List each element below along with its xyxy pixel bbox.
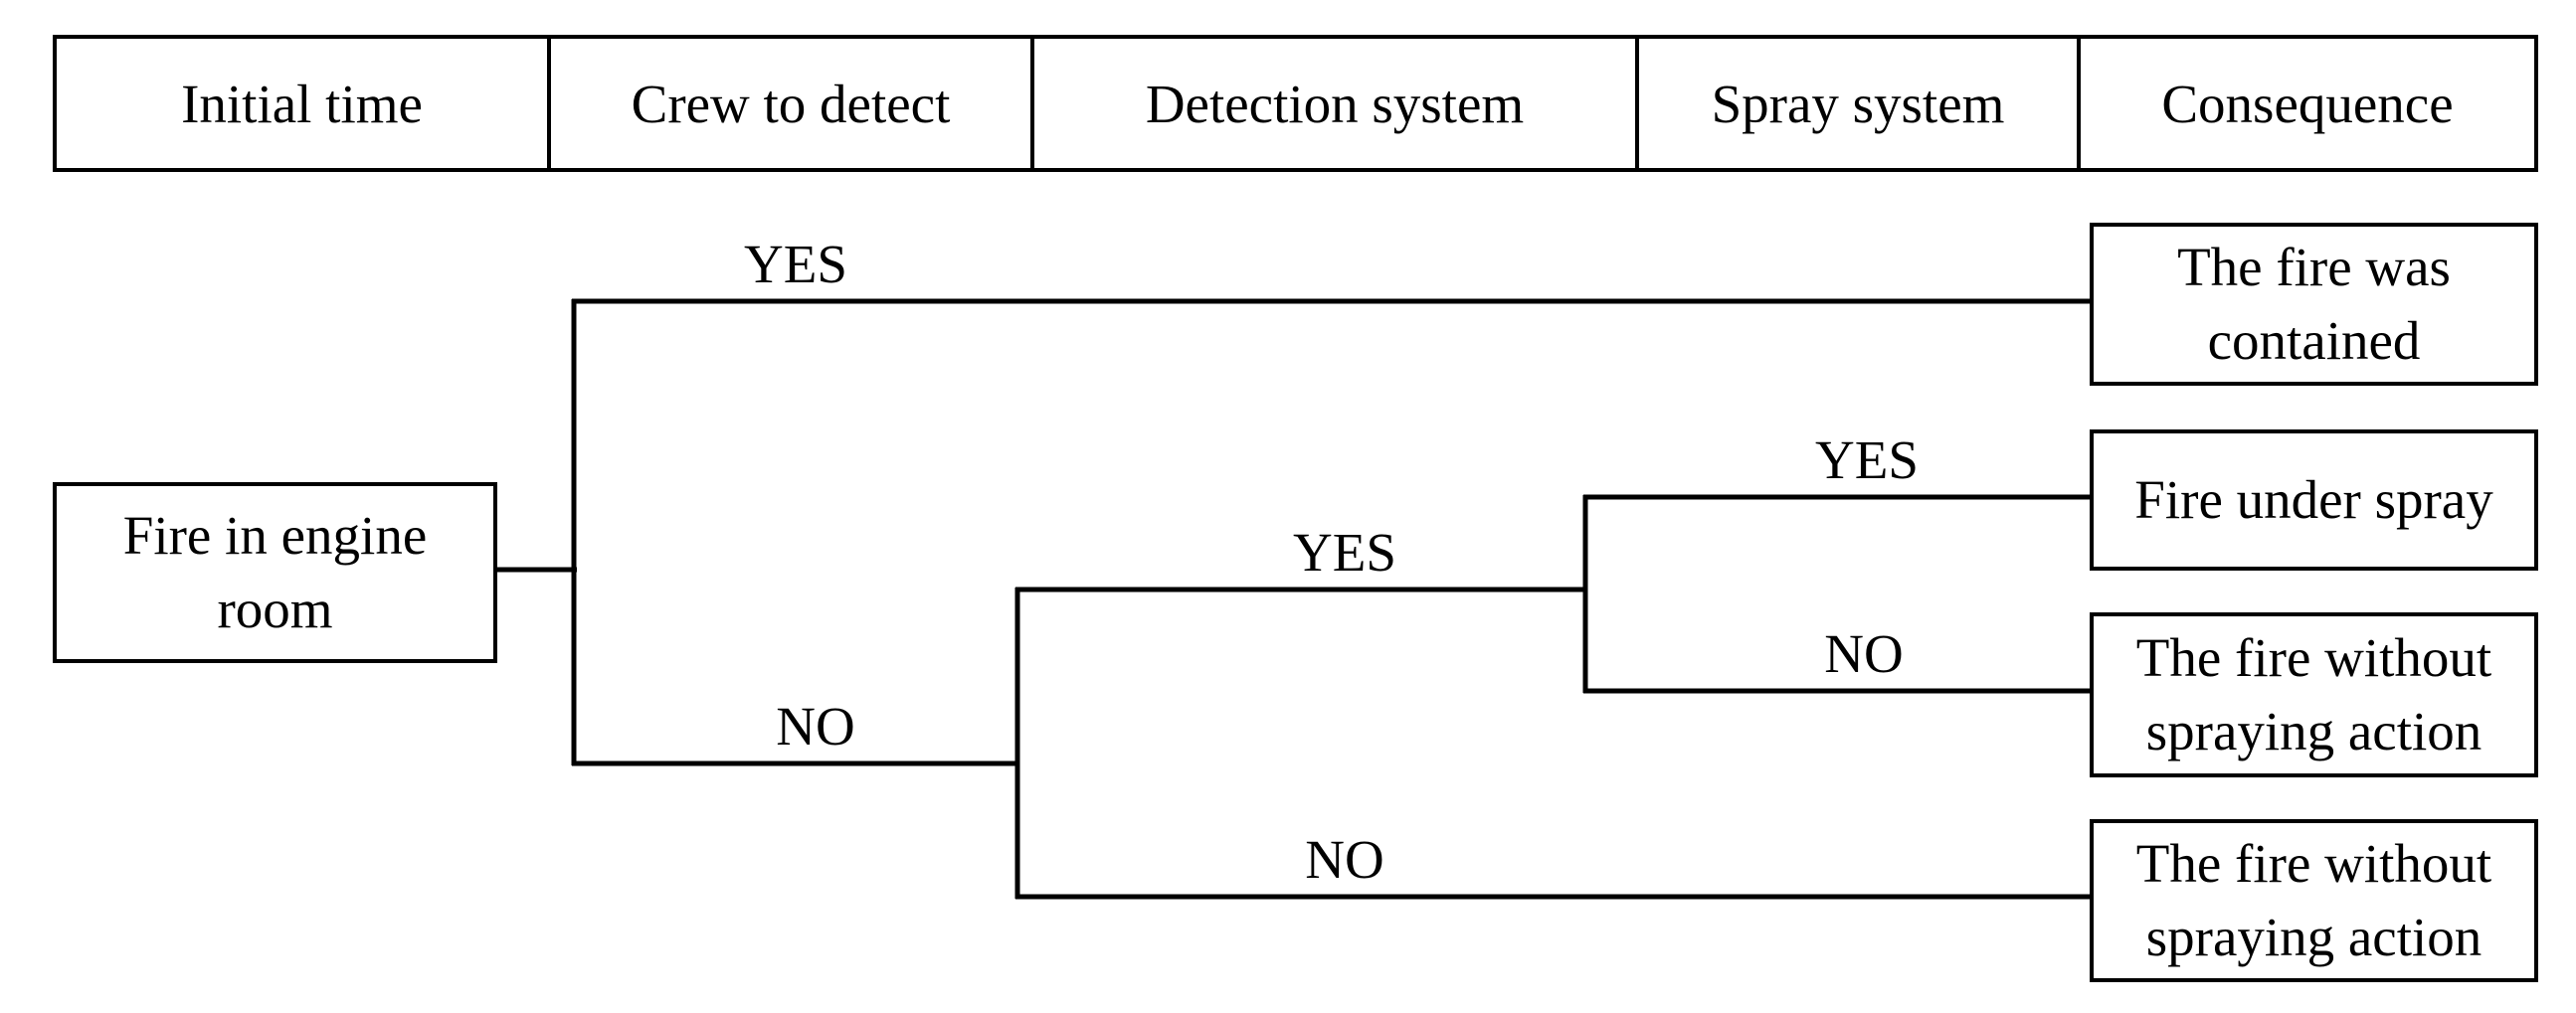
column-header-label: Crew to detect [631,73,951,134]
branch-label-crew-no: NO [776,696,855,757]
column-header-spray-system: Spray system [1635,39,2077,168]
branch-label-detection-yes: YES [1293,522,1396,583]
consequence-label: The fire was contained [2177,237,2451,371]
branch-label-detection-no: NO [1305,829,1384,890]
consequence-label: The fire without spraying action [2135,833,2492,967]
consequence-node-fire-was-contained: The fire was contained [2090,223,2538,386]
column-header-initial-time: Initial time [57,39,547,168]
consequence-label: The fire without spraying action [2135,627,2492,761]
root-node-label: Fire in engine room [122,505,428,639]
column-header-crew-to-detect: Crew to detect [547,39,1030,168]
consequence-node-fire-under-spray: Fire under spray [2090,429,2538,571]
column-header-label: Consequence [2161,73,2454,134]
consequence-node-fire-without-spraying-action-1: The fire without spraying action [2090,612,2538,777]
column-header-detection-system: Detection system [1030,39,1635,168]
column-header-label: Detection system [1145,73,1525,134]
column-header-row: Initial time Crew to detect Detection sy… [53,35,2538,172]
column-header-label: Spray system [1711,73,2005,134]
consequence-node-fire-without-spraying-action-2: The fire without spraying action [2090,819,2538,982]
column-header-consequence: Consequence [2077,39,2534,168]
root-node-fire-in-engine-room: Fire in engine room [53,482,497,663]
branch-label-crew-yes: YES [744,234,847,294]
branch-label-spray-yes: YES [1815,429,1919,490]
branch-label-spray-no: NO [1824,623,1904,684]
consequence-label: Fire under spray [2134,469,2493,531]
column-header-label: Initial time [181,73,423,134]
